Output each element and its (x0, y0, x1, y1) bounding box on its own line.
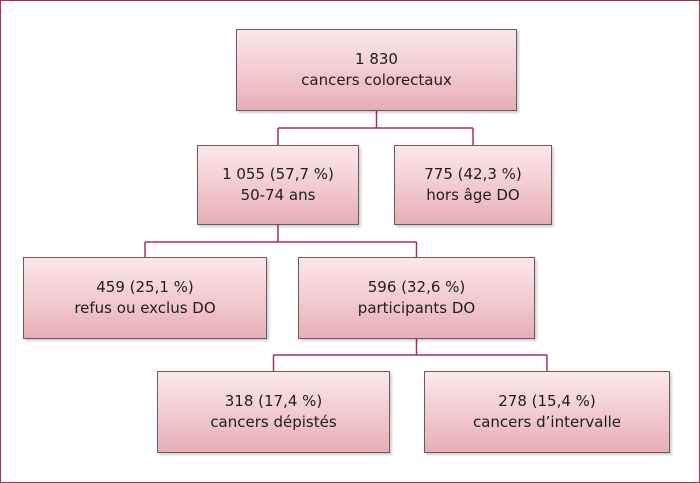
node-hors-age: 775 (42,3 %) hors âge DO (394, 145, 552, 225)
node-age-50-74-count: 1 055 (57,7 %) (222, 165, 334, 183)
node-cancers-depistes: 318 (17,4 %) cancers dépistés (157, 371, 390, 453)
node-participants: 596 (32,6 %) participants DO (298, 257, 535, 339)
node-participants-label: participants DO (357, 299, 476, 317)
node-participants-count: 596 (32,6 %) (367, 278, 466, 296)
node-refus-count: 459 (25,1 %) (96, 278, 194, 296)
node-intervalle-label: cancers d’intervalle (472, 413, 622, 431)
node-total-count: 1 830 (355, 50, 398, 68)
node-age-50-74-label: 50-74 ans (240, 186, 316, 204)
node-hors-age-label: hors âge DO (426, 186, 520, 204)
node-age-50-74: 1 055 (57,7 %) 50-74 ans (197, 145, 359, 225)
node-total-label: cancers colorectaux (301, 71, 452, 89)
node-refus-exclus: 459 (25,1 %) refus ou exclus DO (23, 257, 267, 339)
node-hors-age-count: 775 (42,3 %) (424, 165, 522, 183)
node-cancers-intervalle: 278 (15,4 %) cancers d’intervalle (424, 371, 670, 453)
node-refus-label: refus ou exclus DO (74, 299, 216, 317)
node-depistes-count: 318 (17,4 %) (224, 392, 323, 410)
node-intervalle-count: 278 (15,4 %) (498, 392, 596, 410)
node-total-cancers: 1 830 cancers colorectaux (236, 29, 517, 111)
node-depistes-label: cancers dépistés (210, 413, 337, 431)
